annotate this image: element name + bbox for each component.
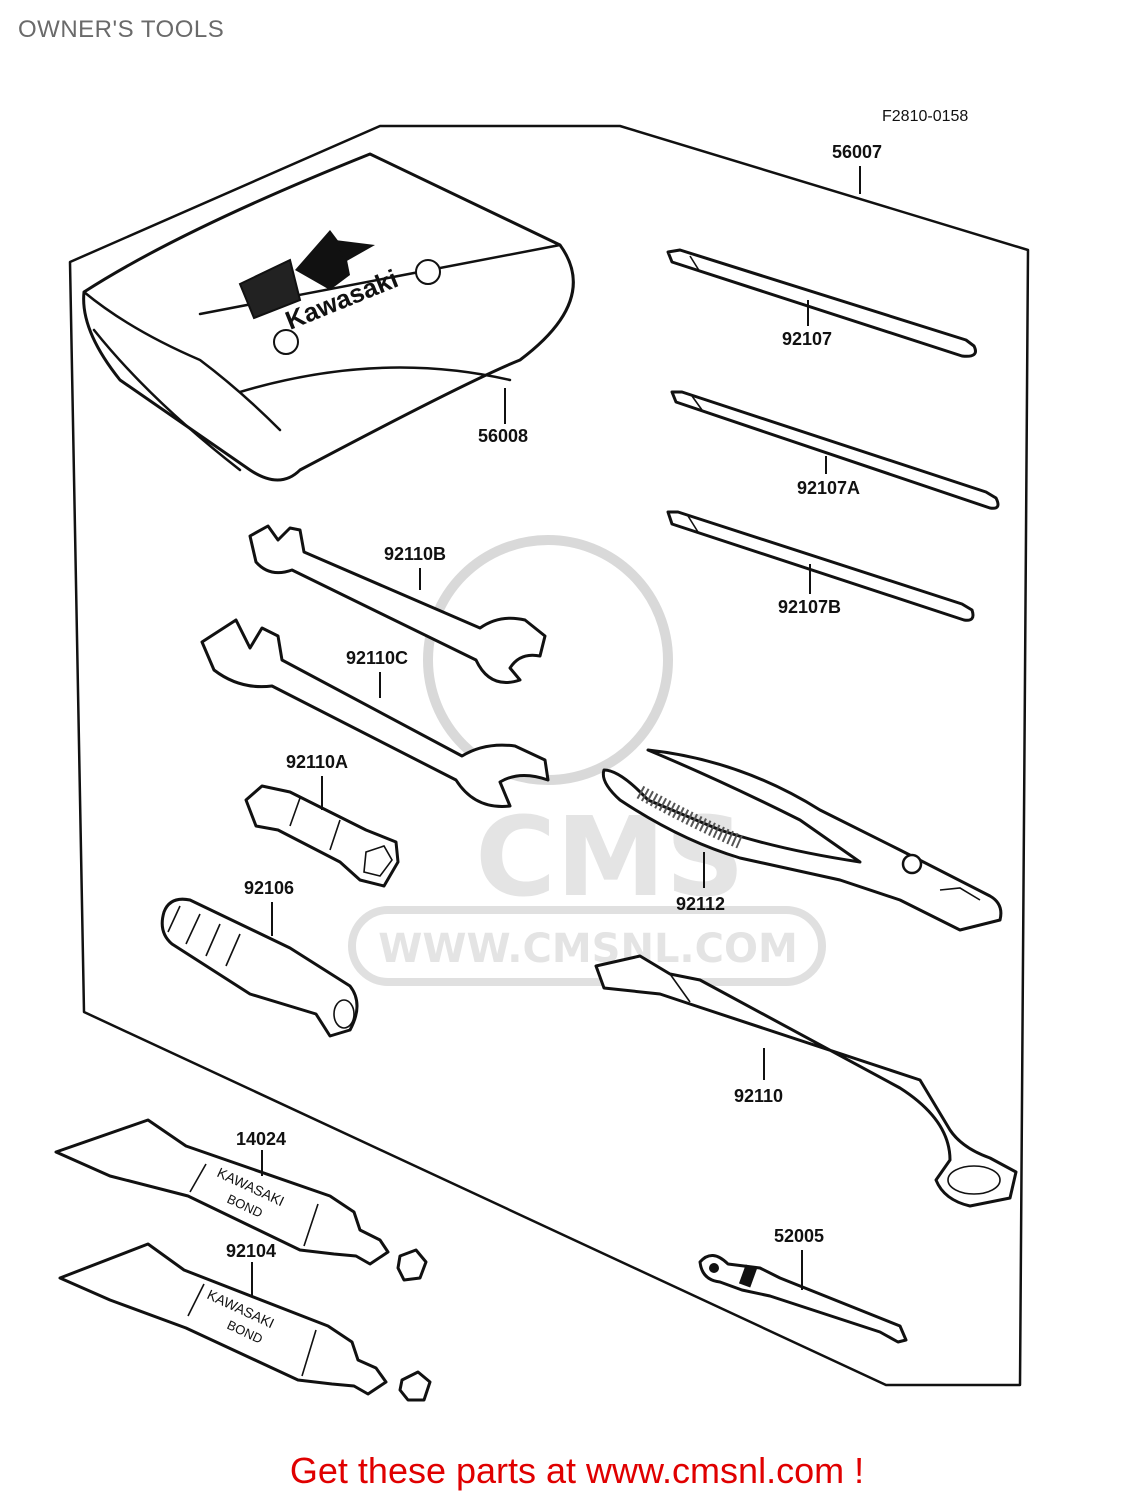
tool-case: Kawasaki — [82, 152, 575, 482]
label-92107B: 92107B — [778, 597, 841, 617]
label-92104: 92104 — [226, 1241, 276, 1261]
label-92107: 92107 — [782, 329, 832, 349]
screwdriver-92107 — [666, 248, 977, 358]
label-14024: 14024 — [236, 1129, 286, 1149]
screwdriver-52005 — [698, 1254, 908, 1344]
screwdriver-92107A — [670, 390, 1000, 510]
label-92107A: 92107A — [797, 478, 860, 498]
ring-wrench-92110 — [594, 954, 1018, 1208]
handle-92106 — [160, 897, 359, 1038]
reference-code: F2810-0158 — [882, 108, 968, 125]
label-52005: 52005 — [774, 1226, 824, 1246]
watermark-url: WWW.CMSNL.COM — [378, 926, 798, 972]
page-title: OWNER'S TOOLS — [18, 16, 225, 43]
plug-wrench-92110A — [244, 784, 400, 888]
label-92110: 92110 — [734, 1086, 783, 1106]
label-92110B: 92110B — [384, 544, 446, 564]
toolkit-outline — [68, 124, 1030, 1387]
label-92106: 92106 — [244, 878, 294, 898]
label-92112: 92112 — [676, 894, 725, 914]
wrench-92110C — [200, 618, 550, 808]
watermark: CMS WWW.CMSNL.COM — [348, 535, 826, 986]
screwdriver-92107B — [666, 510, 975, 622]
label-92110C: 92110C — [346, 648, 408, 668]
label-56008: 56008 — [478, 426, 528, 446]
label-92110A: 92110A — [286, 752, 348, 772]
watermark-brand: CMS — [475, 793, 744, 921]
footer-cta[interactable]: Get these parts at www.cmsnl.com ! — [289, 1450, 865, 1491]
label-56007: 56007 — [832, 142, 882, 162]
bond-tube-92104: KAWASAKI BOND — [58, 1242, 432, 1402]
wrench-92110B — [248, 524, 547, 684]
pliers-92112 — [601, 748, 1003, 932]
